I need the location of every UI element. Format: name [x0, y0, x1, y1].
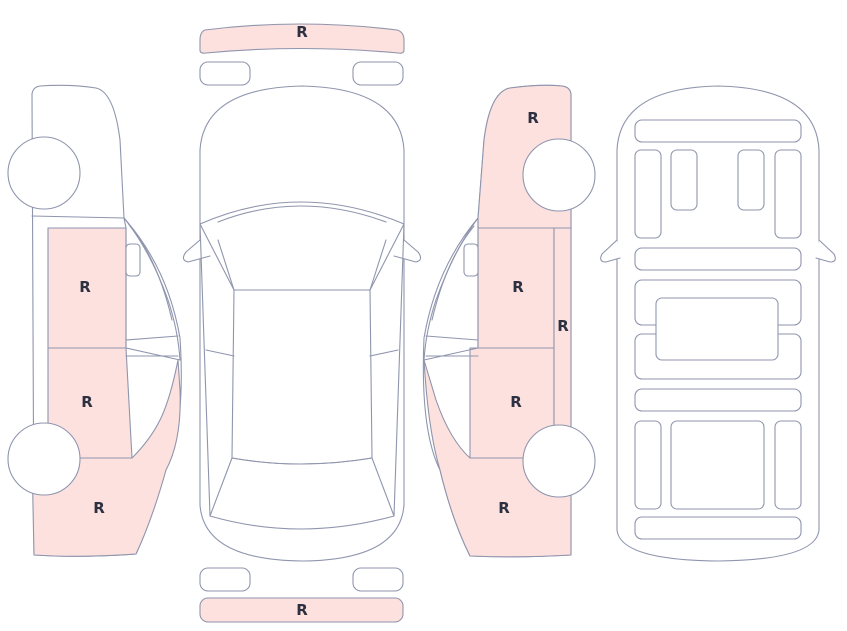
center-console [655, 297, 779, 361]
rear-left-taillight [199, 567, 251, 592]
dashboard [634, 119, 802, 143]
left-rear-door-mark: R [81, 393, 93, 411]
right-rear-wheel [522, 424, 596, 498]
rear-right-taillight [352, 567, 404, 592]
right-front-door-panel[interactable] [477, 227, 555, 349]
left-rear-door-panel[interactable] [47, 347, 133, 459]
top-view: R R [182, 23, 422, 623]
right-side-mirror-top [393, 239, 422, 263]
right-front-door-mark: R [512, 278, 524, 296]
left-side-mirror-top [182, 239, 211, 263]
front-bumper-panel[interactable] [199, 23, 405, 54]
rear-crossmember [634, 388, 802, 412]
right-mirror [463, 243, 479, 277]
left-front-door-mark: R [79, 278, 91, 296]
front-crossmember [634, 247, 802, 271]
right-front-fender-mark: R [527, 109, 539, 127]
right-rear-quarter-mark: R [498, 499, 510, 517]
interior-left-mirror [600, 239, 621, 263]
left-side-view: R R R [7, 84, 182, 557]
right-front-seat [737, 149, 765, 211]
right-rear-quarter-panel[interactable] [423, 359, 572, 558]
left-front-seat-side [634, 149, 662, 239]
rear-right-panel [774, 420, 802, 510]
right-rocker-mark: R [557, 317, 569, 335]
left-rear-wheel [7, 422, 81, 496]
left-front-wheel [7, 136, 81, 210]
top-body-outline [199, 85, 405, 562]
rear-cargo-area [670, 420, 765, 510]
left-rear-quarter-mark: R [93, 499, 105, 517]
right-front-wheel [522, 138, 596, 212]
right-rocker-panel[interactable] [553, 227, 572, 459]
rear-sill [634, 516, 802, 540]
left-front-seat [670, 149, 698, 211]
front-left-headlight [199, 61, 251, 86]
front-bumper-mark: R [296, 23, 308, 41]
rear-bumper-panel[interactable] [199, 597, 404, 623]
right-side-view: R R R R R [422, 84, 596, 558]
interior-right-mirror [815, 239, 836, 263]
rear-left-panel [634, 420, 662, 510]
left-mirror [125, 243, 141, 277]
interior-view [600, 85, 836, 562]
left-front-door-panel[interactable] [47, 227, 127, 349]
right-front-seat-side [774, 149, 802, 239]
front-right-headlight [352, 61, 404, 86]
right-rear-door-mark: R [510, 393, 522, 411]
rear-bumper-mark: R [296, 601, 308, 619]
